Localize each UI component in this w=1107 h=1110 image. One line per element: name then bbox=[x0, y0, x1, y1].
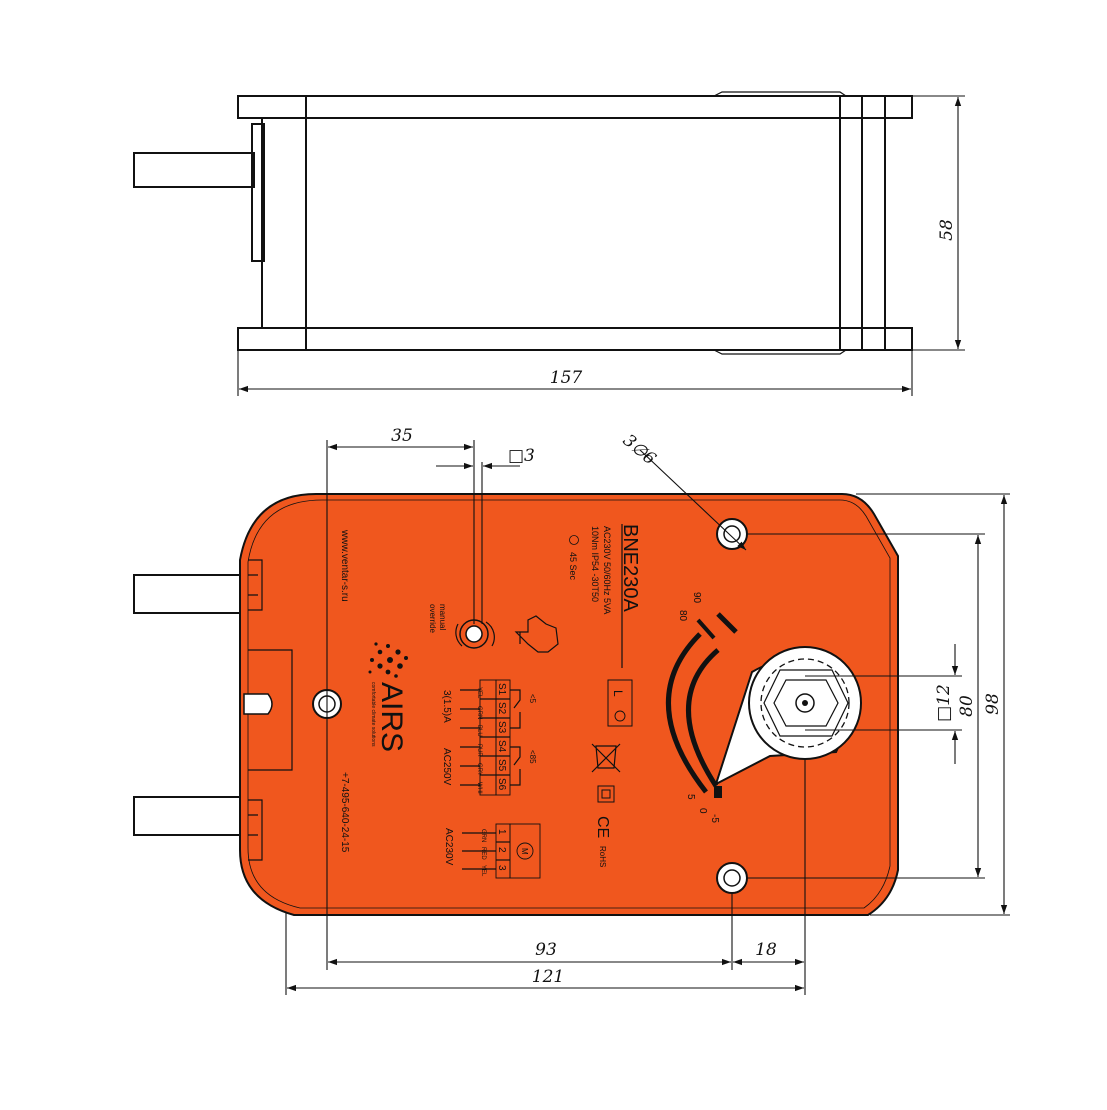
power-terminal-2: 2 bbox=[496, 847, 507, 853]
rohs-mark: RoHS bbox=[598, 846, 607, 867]
model-label: BNE230A bbox=[619, 524, 641, 612]
aux-wire-color-1: YEL bbox=[476, 687, 482, 699]
top-view: 58 157 bbox=[133, 91, 965, 396]
scale-0: 0 bbox=[697, 808, 708, 814]
power-voltage: AC230V bbox=[443, 828, 454, 866]
housing-end-block bbox=[251, 123, 265, 262]
front-dimensions: 35 □3 3∅6 □12 80 98 93 18 bbox=[285, 426, 1010, 995]
motor-clock-icon bbox=[569, 535, 579, 545]
brand-name: AIRS bbox=[375, 682, 408, 752]
airs-logo bbox=[368, 642, 408, 678]
aux-rating: 3(1.5)A bbox=[441, 690, 452, 723]
spring-icon bbox=[614, 710, 626, 722]
dim-square-12: □12 bbox=[934, 684, 954, 722]
aux-terminal-3: S3 bbox=[496, 721, 507, 734]
spec-line-1: AC230V 50/60Hz 5VA bbox=[602, 526, 612, 614]
power-wire-color-2: RED bbox=[480, 847, 486, 860]
dim-35: 35 bbox=[391, 426, 413, 446]
dim-121: 121 bbox=[532, 967, 564, 987]
position-scale bbox=[666, 612, 738, 798]
power-terminal-3: 3 bbox=[496, 865, 507, 871]
power-terminal-1: 1 bbox=[496, 829, 507, 835]
dim-58: 58 bbox=[937, 219, 957, 241]
brand-tagline: comfortable climate solutions bbox=[370, 682, 376, 747]
power-wiring bbox=[462, 823, 541, 879]
ce-mark: CE bbox=[594, 816, 611, 838]
aux-wire-color-4: PUR bbox=[476, 744, 482, 757]
aux-terminal-6: S6 bbox=[496, 778, 507, 791]
actuator-housing bbox=[239, 493, 899, 916]
aux-terminal-1: S1 bbox=[496, 683, 507, 696]
switch-mode-box bbox=[607, 679, 633, 727]
aux-wire-color-2: GRN bbox=[476, 706, 482, 719]
dim-157: 157 bbox=[550, 368, 583, 388]
shaft-upper bbox=[133, 574, 249, 614]
dim-93: 93 bbox=[535, 940, 557, 960]
dim-18: 18 bbox=[755, 940, 777, 960]
shaft-lower bbox=[133, 796, 249, 836]
shaft-stub bbox=[133, 152, 255, 188]
shaft-clamp bbox=[714, 646, 862, 787]
aux-terminal-4: S4 bbox=[496, 740, 507, 753]
mounting-slot bbox=[243, 693, 273, 715]
aux-terminal-2: S2 bbox=[496, 702, 507, 715]
switch-mode-label: L bbox=[611, 690, 625, 697]
aux-terminal-5: S5 bbox=[496, 759, 507, 772]
manual-label-2: override bbox=[428, 604, 437, 633]
website-label: www.ventar-s.ru bbox=[339, 529, 350, 602]
scale-5: 5 bbox=[685, 794, 696, 800]
aux-wire-color-5: GRY bbox=[476, 763, 482, 776]
weee-icon bbox=[591, 743, 621, 773]
aux-wire-color-3: BLU bbox=[476, 725, 482, 737]
mounting-hole-top bbox=[716, 518, 748, 550]
spec-line-2: 10Nm IP54 -30T50 bbox=[590, 526, 600, 602]
power-wire-color-1: GRN bbox=[480, 829, 486, 842]
spec-line-3: 45 Sec bbox=[568, 552, 578, 581]
phone-label: +7-495-640-24-15 bbox=[339, 772, 350, 853]
housing-body bbox=[261, 117, 886, 329]
mounting-hole-bottom bbox=[716, 862, 748, 894]
front-view: manual override www.ventar-s.ru +7-495-6… bbox=[133, 493, 899, 916]
hand-icon bbox=[514, 615, 559, 653]
motor-symbol-label: M bbox=[520, 848, 529, 855]
scale-90: 90 bbox=[691, 592, 702, 604]
aux-angle-1: <5 bbox=[528, 694, 537, 704]
manual-label-1: manual bbox=[438, 604, 447, 630]
bottom-flange bbox=[237, 327, 913, 351]
dim-80: 80 bbox=[957, 695, 977, 717]
double-insulation-icon bbox=[597, 785, 615, 803]
aux-wire-color-6: WHI bbox=[476, 782, 482, 794]
scale-neg5: -5 bbox=[709, 814, 720, 823]
aux-angle-2: <85 bbox=[528, 750, 537, 764]
motor-symbol-icon bbox=[516, 842, 534, 860]
aux-switch-wiring bbox=[460, 679, 521, 796]
top-flange bbox=[237, 95, 913, 119]
aux-voltage: AC250V bbox=[441, 748, 452, 786]
scale-80: 80 bbox=[677, 610, 688, 622]
dim-98: 98 bbox=[983, 693, 1003, 715]
power-wire-color-3: YEL bbox=[480, 865, 486, 877]
dim-square-3: □3 bbox=[508, 446, 535, 466]
